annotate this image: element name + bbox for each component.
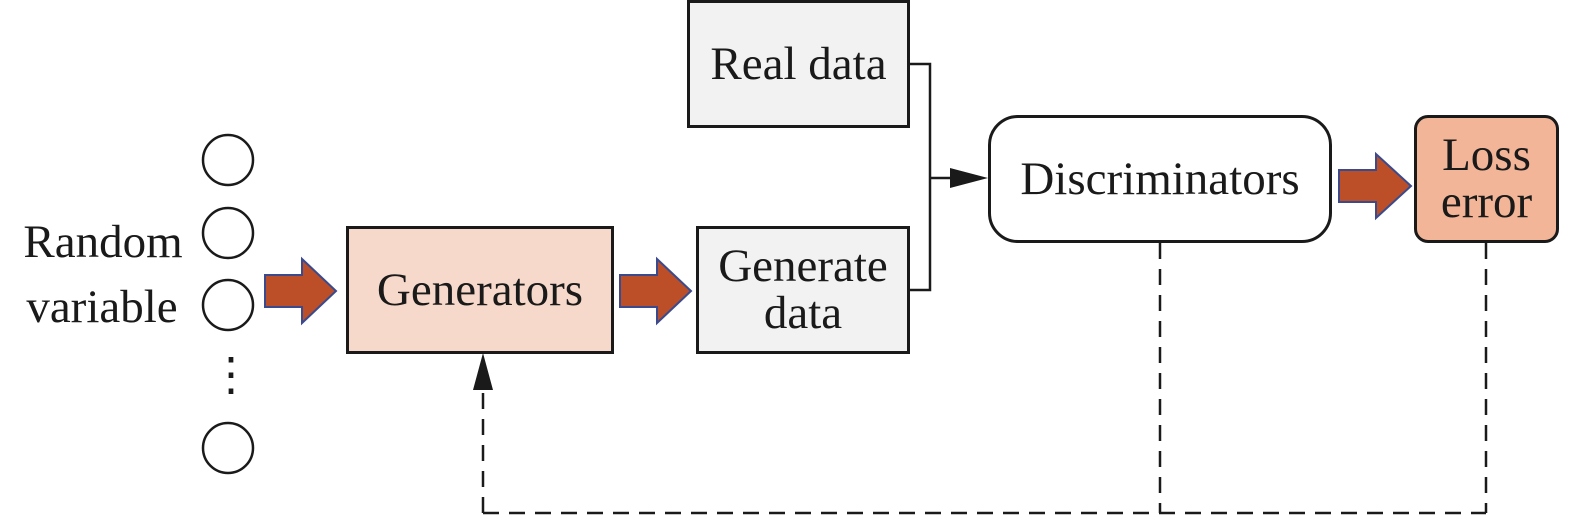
real-data-label: Real data <box>710 37 887 90</box>
discriminators-label: Discriminators <box>1020 152 1300 205</box>
input-label-line1: Random <box>23 216 183 268</box>
generate-data-box: Generate data <box>696 226 910 354</box>
real-data-box: Real data <box>687 0 910 128</box>
generators-box: Generators <box>346 226 614 354</box>
input-node-circle <box>201 278 255 332</box>
real-data-connector <box>910 62 932 292</box>
input-node-circle <box>201 133 255 187</box>
input-to-generator-arrow <box>264 256 338 326</box>
discriminators-box: Discriminators <box>988 115 1332 243</box>
loss-error-label-line1: Loss <box>1442 129 1531 181</box>
input-node-circle <box>201 206 255 260</box>
discriminator-to-loss-arrow <box>1338 151 1413 221</box>
generate-data-label-line1: Generate <box>718 240 888 292</box>
input-ellipsis: ⋮ <box>208 349 254 400</box>
loss-error-label-line2: error <box>1440 176 1533 228</box>
generate-data-label-line2: data <box>763 287 843 339</box>
loss-error-box: Loss error <box>1414 115 1559 243</box>
input-label-line2: variable <box>26 281 178 333</box>
merge-arrowhead <box>950 168 988 188</box>
generator-to-generated-arrow <box>619 256 693 326</box>
feedback-dashed-line <box>481 243 1488 515</box>
input-node-circle <box>201 421 255 475</box>
generators-label: Generators <box>376 263 584 316</box>
feedback-arrowhead <box>473 353 493 390</box>
